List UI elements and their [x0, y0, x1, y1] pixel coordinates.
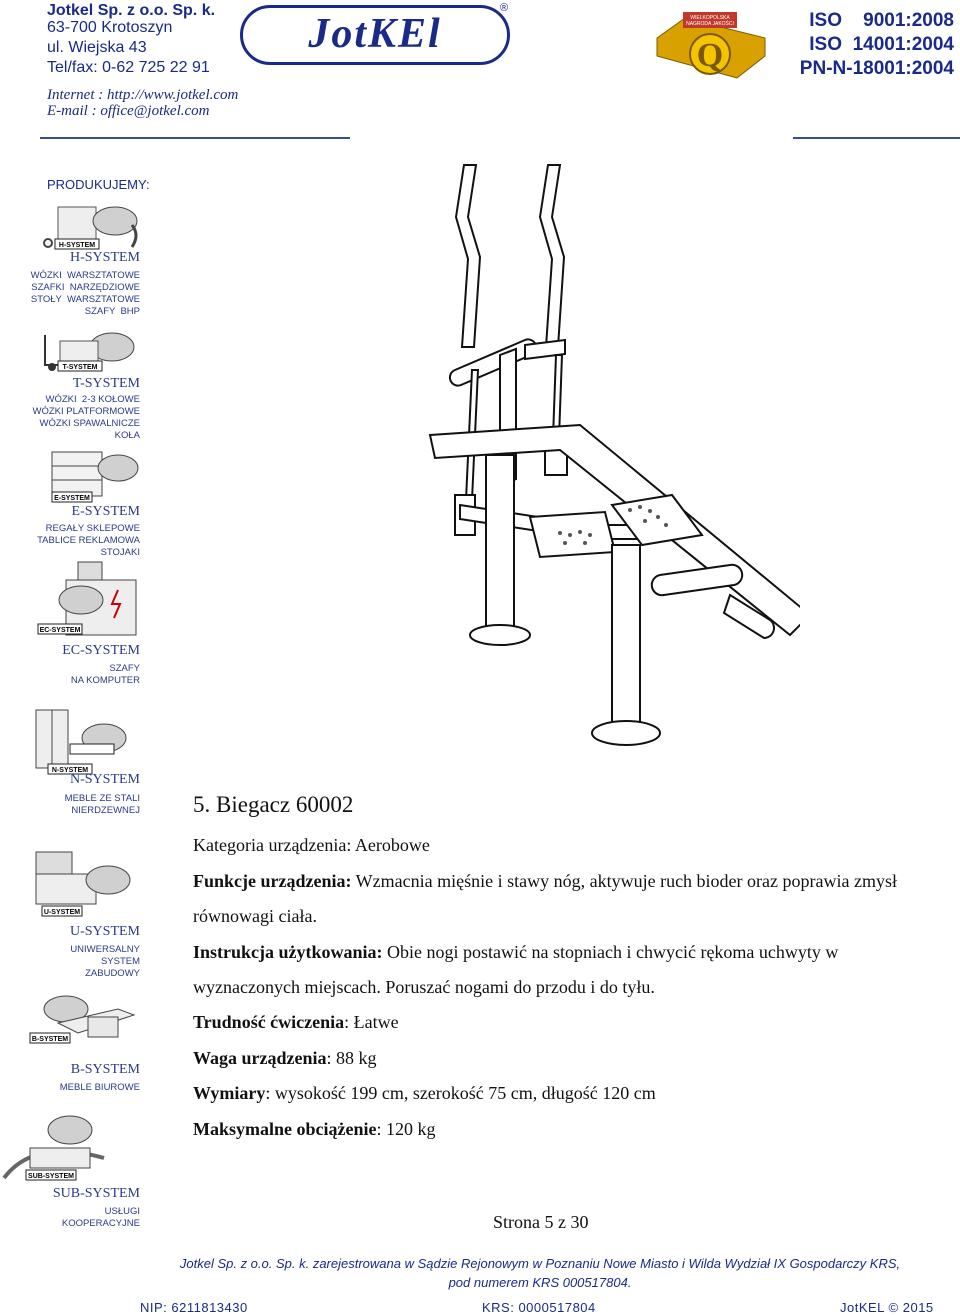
trudnosc-line: Trudność ćwiczenia: Łatwe [193, 1005, 943, 1040]
funkcje-paragraph: Funkcje urządzenia: Wzmacnia mięśnie i s… [193, 864, 943, 934]
elephant-icon: T-SYSTEM [44, 332, 135, 372]
sidebar-item-b-system-desc: MEBLE BIUROWE [59, 1082, 140, 1093]
header-divider-right [793, 137, 960, 139]
funkcje-text: Wzmacnia mięśnie i stawy nóg, aktywuje r… [193, 871, 897, 926]
wymiary-label: Wymiary [193, 1083, 266, 1103]
trudnosc-text: : Łatwe [344, 1012, 399, 1032]
company-name: Jotkel Sp. z o.o. Sp. k. [47, 2, 216, 19]
badge-text: WIELKOPOLSKA [690, 15, 730, 21]
obciazenie-label: Maksymalne obciążenie [193, 1119, 377, 1139]
address-city: 63-700 Krotoszyn [47, 19, 173, 36]
runner-device-drawing [428, 164, 800, 746]
svg-text:SUB-SYSTEM: SUB-SYSTEM [28, 1173, 74, 1180]
phone: Tel/fax: 0-62 725 22 91 [47, 59, 210, 76]
kategoria-line: Kategoria urządzenia: Aerobowe [193, 835, 430, 855]
elephant-icon: N-SYSTEM [35, 709, 127, 775]
svg-text:E-SYSTEM: E-SYSTEM [54, 495, 90, 502]
svg-text:NAGRODA JAKOŚCI: NAGRODA JAKOŚCI [686, 19, 734, 27]
iso-14001: ISO 14001:2004 [809, 34, 954, 55]
sidebar-item-e-system-desc: REGAŁY SKLEPOWE TABLICE REKLAMOWA STOJAK… [37, 523, 140, 558]
waga-label: Waga urządzenia [193, 1048, 327, 1068]
pn-n-18001: PN-N-18001:2004 [799, 58, 954, 79]
obciazenie-line: Maksymalne obciążenie: 120 kg [193, 1112, 943, 1147]
sidebar-item-t-system[interactable]: T-SYSTEM [72, 376, 140, 391]
registered-mark: ® [500, 2, 509, 14]
footer-nip: NIP: 6211813430 [140, 1300, 248, 1315]
iso-9001: ISO 9001:2008 [809, 10, 954, 31]
sidebar-item-u-system-desc: UNIWERSALNY SYSTEM ZABUDOWY [70, 944, 140, 979]
address-street: ul. Wiejska 43 [47, 39, 147, 56]
elephant-icon: EC-SYSTEM [37, 561, 137, 636]
obciazenie-text: : 120 kg [376, 1119, 436, 1139]
sidebar-item-ec-system[interactable]: EC-SYSTEM [62, 643, 140, 658]
svg-text:U-SYSTEM: U-SYSTEM [44, 909, 80, 916]
page-title: 5. Biegacz 60002 [193, 792, 354, 817]
wymiary-text: : wysokość 199 cm, szerokość 75 cm, dług… [265, 1083, 656, 1103]
sidebar-heading: PRODUKUJEMY: [47, 177, 150, 192]
elephant-icon: E-SYSTEM [51, 451, 139, 503]
sidebar-item-sub-system-desc: USŁUGI KOOPERACYJNE [61, 1206, 140, 1229]
svg-text:N-SYSTEM: N-SYSTEM [52, 767, 88, 774]
jotkel-logo: JotKEl [240, 5, 510, 65]
sidebar-item-e-system[interactable]: E-SYSTEM [71, 504, 140, 519]
sidebar-item-h-system-desc: WÓZKI WARSZTATOWE SZAFKI NARZĘDZIOWE STO… [30, 270, 140, 317]
funkcje-label: Funkcje urządzenia: [193, 871, 352, 891]
footer-copyright: JotKEL © 2015 [840, 1300, 934, 1315]
svg-text:H-SYSTEM: H-SYSTEM [59, 242, 95, 249]
internet-link[interactable]: Internet : http://www.jotkel.com [47, 87, 239, 103]
svg-text:B-SYSTEM: B-SYSTEM [32, 1036, 68, 1043]
page-number: Strona 5 z 30 [493, 1212, 589, 1232]
svg-text:Q: Q [697, 37, 723, 74]
footer-krs: KRS: 0000517804 [482, 1300, 596, 1315]
footer-registration-line1: Jotkel Sp. z o.o. Sp. k. zarejestrowana … [179, 1256, 901, 1271]
sidebar-item-t-system-desc: WÓZKI 2-3 KOŁOWE WÓZKI PLATFORMOWE WÓZKI… [32, 394, 141, 441]
elephant-icon: U-SYSTEM [35, 851, 131, 917]
header-divider-left [40, 137, 350, 139]
quality-award-badge: WIELKOPOLSKA NAGRODA JAKOŚCI Q [656, 12, 766, 79]
instrukcja-text: Obie nogi postawić na stopniach i chwyci… [193, 942, 839, 997]
wymiary-line: Wymiary: wysokość 199 cm, szerokość 75 c… [193, 1076, 943, 1111]
email-link[interactable]: E-mail : office@jotkel.com [47, 103, 210, 119]
sidebar-item-n-system-desc: MEBLE ZE STALI NIERDZEWNEJ [64, 793, 140, 816]
footer-registration-line2: pod numerem KRS 000517804. [448, 1275, 632, 1290]
waga-line: Waga urządzenia: 88 kg [193, 1041, 943, 1076]
sidebar-item-sub-system[interactable]: SUB-SYSTEM [52, 1186, 140, 1201]
sidebar-item-h-system[interactable]: H-SYSTEM [69, 250, 140, 265]
svg-text:T-SYSTEM: T-SYSTEM [62, 364, 97, 371]
sidebar-item-b-system[interactable]: B-SYSTEM [70, 1062, 140, 1077]
instrukcja-paragraph: Instrukcja użytkowania: Obie nogi postaw… [193, 935, 943, 1005]
elephant-icon: H-SYSTEM [43, 206, 138, 250]
elephant-icon: SUB-SYSTEM [2, 1115, 105, 1181]
instrukcja-label: Instrukcja użytkowania: [193, 942, 383, 962]
svg-text:EC-SYSTEM: EC-SYSTEM [40, 627, 81, 634]
waga-text: : 88 kg [326, 1048, 377, 1068]
sidebar-item-n-system[interactable]: N-SYSTEM [69, 772, 140, 787]
sidebar-item-u-system[interactable]: U-SYSTEM [69, 924, 140, 939]
elephant-icon: B-SYSTEM [29, 995, 136, 1044]
sidebar-item-ec-system-desc: SZAFY NA KOMPUTER [70, 663, 140, 686]
trudnosc-label: Trudność ćwiczenia [193, 1012, 345, 1032]
